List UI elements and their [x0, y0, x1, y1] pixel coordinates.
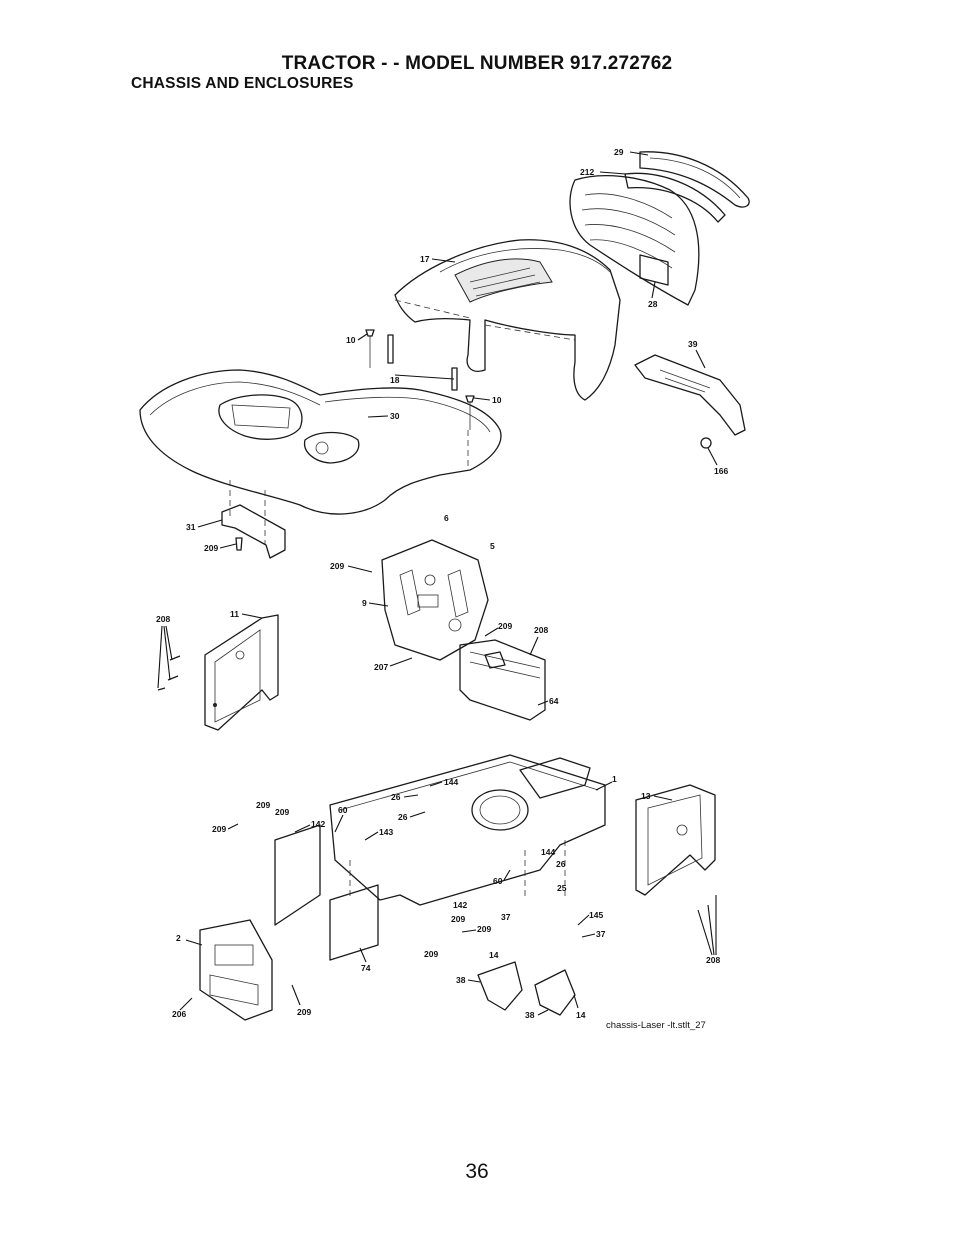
callout-label: 37 [501, 912, 511, 922]
callout-label: 212 [580, 167, 594, 177]
callout-label: 208 [534, 625, 548, 635]
callout-label: 38 [456, 975, 466, 985]
callout-label: 208 [156, 614, 170, 624]
page-title: TRACTOR - - MODEL NUMBER 917.272762 [281, 53, 673, 74]
right-rear-panel-part [635, 784, 716, 896]
callout-label: 207 [374, 662, 388, 672]
callout-label: 209 [204, 543, 218, 553]
callout-label: 1 [612, 774, 617, 784]
callout-label: 60 [338, 805, 348, 815]
callout-label: 38 [525, 1010, 535, 1020]
callout-label: 26 [391, 792, 401, 802]
callout-label: 10 [492, 395, 502, 405]
fender-pan-part [139, 369, 502, 545]
callout-label: 209 [330, 561, 344, 571]
callout-label: 14 [489, 950, 499, 960]
callout-label: 26 [398, 812, 408, 822]
callout-label: 11 [230, 609, 239, 619]
callout-label: 37 [596, 929, 606, 939]
main-frame-part [274, 754, 606, 961]
callout-label: 5 [490, 541, 495, 551]
callout-label: 209 [424, 949, 438, 959]
callout-label: 206 [172, 1009, 186, 1019]
callout-label: 209 [297, 1007, 311, 1017]
callout-label: 142 [311, 819, 325, 829]
callout-label: 209 [256, 800, 270, 810]
callout-label: 14 [576, 1010, 586, 1020]
callout-label: 2 [176, 933, 181, 943]
callout-label: 31 [186, 522, 196, 532]
callout-label: 143 [379, 827, 393, 837]
callout-label: 209 [477, 924, 491, 934]
diagram-credit: chassis-Laser -lt.stlt_27 [606, 1020, 706, 1031]
callout-label: 29 [614, 147, 624, 157]
section-title: CHASSIS AND ENCLOSURES [131, 75, 354, 92]
callout-label: 145 [589, 910, 603, 920]
bracket-part [634, 354, 746, 449]
callout-label: 39 [688, 339, 698, 349]
callout-label: 18 [390, 375, 400, 385]
callout-label: 30 [390, 411, 400, 421]
callout-label: 60 [493, 876, 503, 886]
callout-label: 208 [706, 955, 720, 965]
hood-grille-part [569, 151, 750, 306]
callout-label: 25 [557, 883, 567, 893]
small-brackets-part [477, 961, 576, 1016]
callout-label: 9 [362, 598, 367, 608]
callout-label: 74 [361, 963, 371, 973]
bracket-31-part [221, 504, 286, 559]
callout-label: 144 [541, 847, 555, 857]
callout-label: 10 [346, 335, 356, 345]
callout-labels: 29 212 17 28 39 166 10 18 10 30 31 209 6… [156, 147, 728, 1020]
console-part [459, 639, 546, 721]
callout-label: 13 [641, 791, 651, 801]
callout-label: 26 [556, 859, 566, 869]
callout-label: 144 [444, 777, 458, 787]
page-number: 36 [465, 1160, 489, 1183]
callout-label: 209 [212, 824, 226, 834]
front-panel-part [199, 919, 273, 1021]
callout-label: 209 [498, 621, 512, 631]
callout-label: 28 [648, 299, 658, 309]
callout-label: 209 [451, 914, 465, 924]
callout-label: 209 [275, 807, 289, 817]
callout-label: 17 [420, 254, 430, 264]
hardware-bolts [365, 329, 475, 430]
callout-label: 142 [453, 900, 467, 910]
hood-part [394, 239, 621, 401]
callout-label: 166 [714, 466, 728, 476]
left-side-panel-part [157, 614, 279, 731]
callout-label: 64 [549, 696, 559, 706]
callout-label: 6 [444, 513, 449, 523]
dash-panel-part [381, 539, 489, 661]
